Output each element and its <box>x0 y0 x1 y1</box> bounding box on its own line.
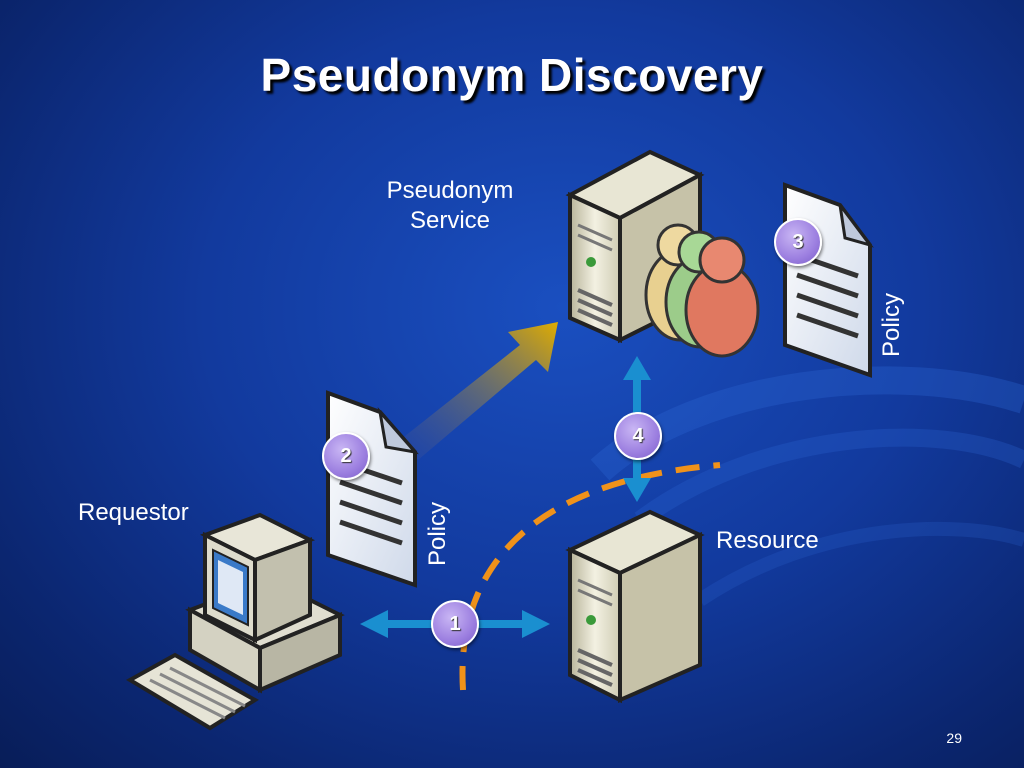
policy-label-top: Policy <box>878 292 905 357</box>
policy-document-bottom-icon <box>326 390 419 588</box>
resource-label: Resource <box>716 527 819 554</box>
step-badge-3: 3 <box>774 218 822 266</box>
policy-label-bottom: Policy <box>424 501 451 566</box>
requestor-label: Requestor <box>78 499 189 526</box>
page-number: 29 <box>946 730 962 746</box>
pseudonym-server-icon <box>565 149 705 344</box>
step-badge-2: 2 <box>322 432 370 480</box>
slide-title: Pseudonym Discovery <box>260 49 764 101</box>
resource-server-icon <box>565 509 705 704</box>
step-badge-1: 1 <box>431 600 479 648</box>
users-group-icon <box>644 223 760 358</box>
pseudonym-service-label: Pseudonym Service <box>386 177 514 234</box>
policy-document-top-icon <box>783 182 874 378</box>
step-badge-4: 4 <box>614 412 662 460</box>
requestor-computer-icon <box>126 512 345 731</box>
request-arrow <box>400 322 558 460</box>
